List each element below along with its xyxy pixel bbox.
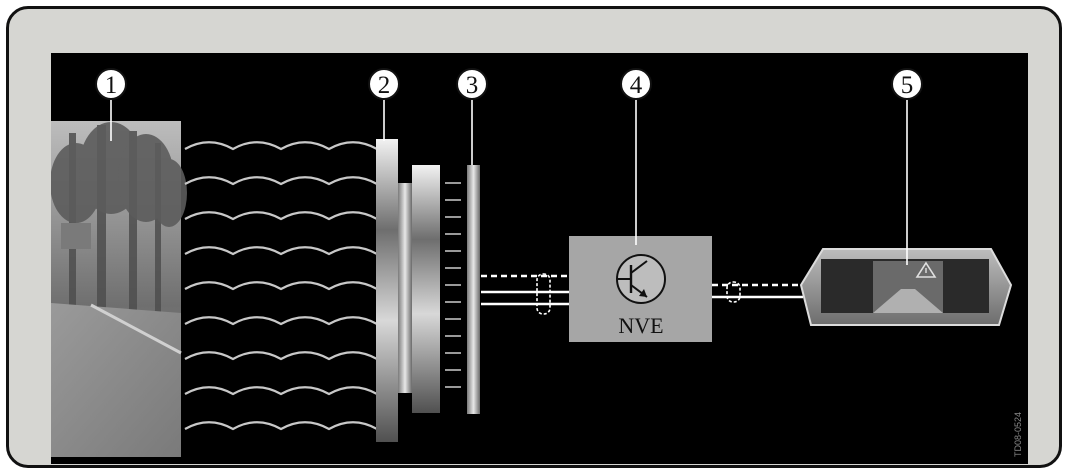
callout-1-label: 1 <box>105 72 118 99</box>
callout-leaders <box>110 98 908 265</box>
nve-label: NVE <box>618 313 663 338</box>
infrared-wave <box>184 316 378 326</box>
infrared-wave <box>184 176 378 186</box>
diagram-svg: NVE <box>51 68 1023 457</box>
scene-image <box>51 121 187 457</box>
callout-2: 2 <box>368 68 400 100</box>
callout-5: 5 <box>891 68 923 100</box>
nve-control-unit: NVE <box>569 236 712 342</box>
detector-ticks <box>445 182 461 388</box>
sensor-element <box>467 165 480 414</box>
callout-3: 3 <box>456 68 488 100</box>
callout-4-label: 4 <box>630 72 643 99</box>
infrared-wave <box>184 281 378 291</box>
diagram-frame: NVE <box>6 6 1062 468</box>
callout-2-label: 2 <box>378 72 391 99</box>
infrared-wave <box>184 351 378 361</box>
central-display <box>799 248 1013 326</box>
infrared-waves <box>184 141 378 431</box>
callout-4: 4 <box>620 68 652 100</box>
lens-assembly <box>376 139 440 442</box>
callout-5-label: 5 <box>901 72 914 99</box>
cable-sensor-to-nve <box>481 273 569 315</box>
diagram-panel: NVE <box>51 53 1028 464</box>
infrared-wave <box>184 421 378 431</box>
infrared-wave <box>184 246 378 256</box>
callout-3-label: 3 <box>466 72 479 99</box>
infrared-wave <box>184 141 378 151</box>
callout-1: 1 <box>95 68 127 100</box>
side-reference-code: TD08-0524 <box>1013 412 1023 457</box>
infrared-wave <box>184 386 378 396</box>
infrared-wave <box>184 211 378 221</box>
cable-nve-to-display <box>712 281 803 303</box>
